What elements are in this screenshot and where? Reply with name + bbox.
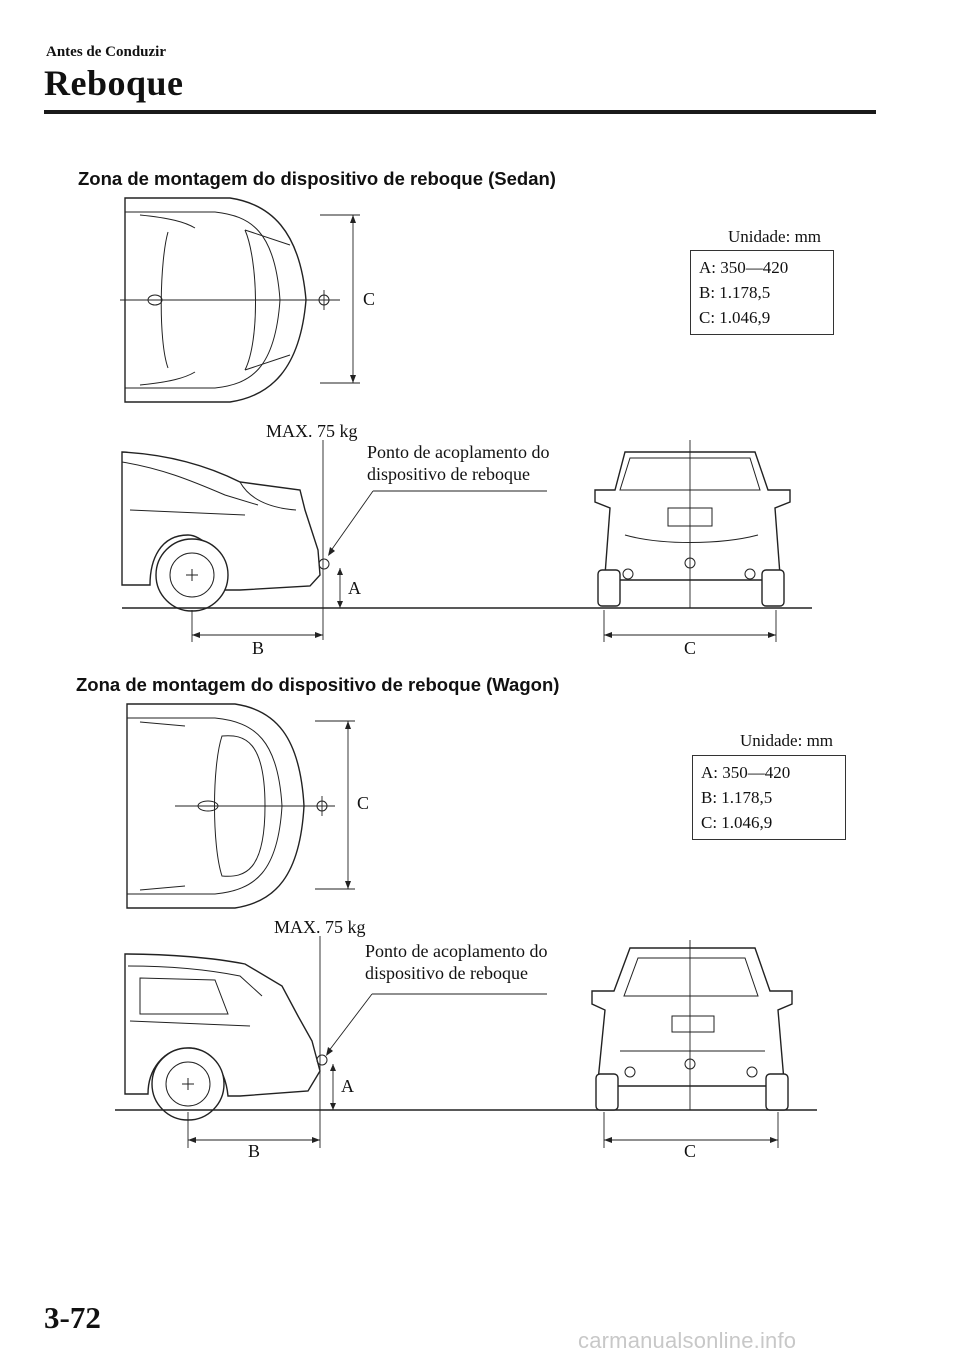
wagon-label-c-rear: C — [684, 1141, 697, 1161]
sedan-coupling-line1: Ponto de acoplamento do — [367, 442, 550, 462]
sedan-heading: Zona de montagem do dispositivo de reboq… — [78, 168, 556, 189]
wagon-spec-box: A: 350—420 B: 1.178,5 C: 1.046,9 — [692, 755, 846, 840]
footer-watermark: carmanualsonline.info — [578, 1328, 797, 1353]
sedan-side-view — [121, 440, 812, 642]
wagon-diagram — [115, 703, 817, 1148]
section-title: Antes de Conduzir — [46, 44, 167, 60]
wagon-spec-a: A: 350—420 — [701, 763, 791, 782]
wagon-spec-b: B: 1.178,5 — [701, 788, 773, 807]
sedan-label-b: B — [252, 638, 265, 658]
wagon-unit: Unidade: mm — [740, 731, 834, 750]
wagon-top-view — [126, 703, 355, 909]
wagon-coupling-line2: dispositivo de reboque — [365, 963, 528, 983]
sedan-label-c-top: C — [363, 289, 376, 309]
sedan-spec-b: B: 1.178,5 — [699, 283, 771, 302]
sedan-diagram — [120, 197, 812, 642]
sedan-top-view — [120, 197, 360, 403]
wagon-rear-view — [591, 940, 793, 1148]
wagon-max-load: MAX. 75 kg — [274, 917, 366, 937]
sedan-spec-a: A: 350—420 — [699, 258, 789, 277]
page-title: Reboque — [44, 63, 184, 103]
sedan-spec-c: C: 1.046,9 — [699, 308, 771, 327]
sedan-label-a: A — [348, 578, 361, 598]
wagon-label-a: A — [341, 1076, 354, 1096]
sedan-coupling-line2: dispositivo de reboque — [367, 464, 530, 484]
page-number: 3-72 — [44, 1300, 101, 1335]
sedan-label-c-rear: C — [684, 638, 697, 658]
header-rule — [44, 110, 876, 114]
sedan-rear-view — [594, 440, 791, 642]
wagon-label-b: B — [248, 1141, 261, 1161]
sedan-spec-box: A: 350—420 B: 1.178,5 C: 1.046,9 — [690, 250, 834, 335]
wagon-spec-c: C: 1.046,9 — [701, 813, 773, 832]
wagon-label-c-top: C — [357, 793, 370, 813]
wagon-heading: Zona de montagem do dispositivo de reboq… — [76, 674, 560, 695]
wagon-side-view — [115, 936, 817, 1148]
sedan-unit: Unidade: mm — [728, 227, 822, 246]
sedan-max-load: MAX. 75 kg — [266, 421, 358, 441]
wagon-coupling-line1: Ponto de acoplamento do — [365, 941, 548, 961]
